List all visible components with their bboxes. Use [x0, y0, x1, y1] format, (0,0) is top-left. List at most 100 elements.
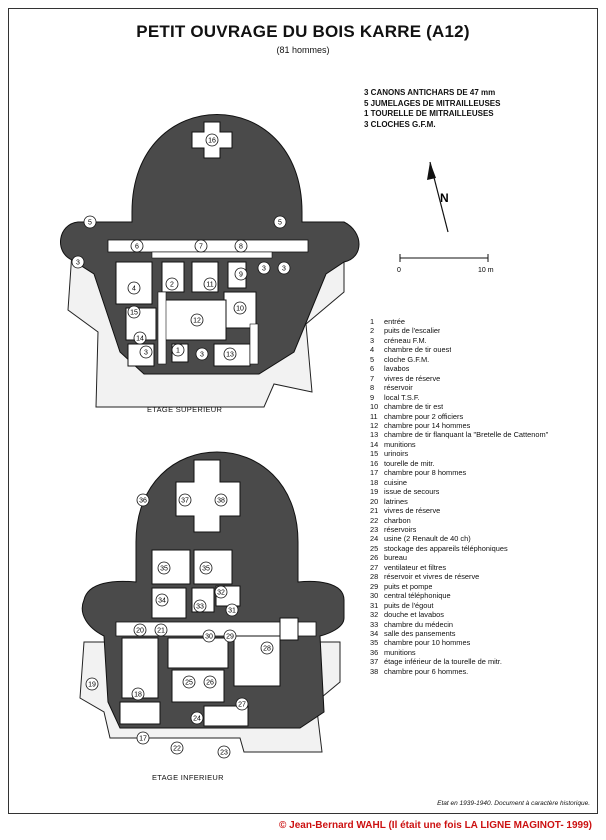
scale-end: 10 m: [478, 267, 494, 274]
room-number-text: 2: [170, 282, 174, 289]
room-number: 20: [133, 623, 147, 637]
legend-text: issue de secours: [384, 487, 440, 497]
armament-list: 3 CANONS ANTICHARS DE 47 mm 5 JUMELAGES …: [364, 88, 500, 130]
room-number-circle: [155, 593, 169, 607]
room-number: 24: [190, 711, 204, 725]
legend-number: 14: [370, 439, 379, 449]
room-number-text: 26: [206, 680, 214, 687]
room-number-text: 14: [136, 336, 144, 343]
legend-text: chambre pour 10 hommes: [384, 638, 471, 648]
scale-start: 0: [397, 267, 401, 274]
room-number-circle: [214, 585, 228, 599]
room-number-text: 37: [181, 498, 189, 505]
legend-number: 17: [370, 468, 379, 478]
legend-number: 38: [370, 666, 379, 676]
legend-number: 32: [370, 610, 379, 620]
room-number: 3: [139, 345, 153, 359]
room-number-circle: [273, 215, 287, 229]
legend-text: chambre de tir est: [384, 402, 444, 412]
room-number: 3: [71, 255, 85, 269]
room-number: 35: [157, 561, 171, 575]
legend-number: 34: [370, 628, 379, 638]
north-arrow-icon: N: [427, 161, 449, 233]
room-number: 33: [193, 599, 207, 613]
lower-floor-plan: [79, 451, 345, 753]
room-number-circle: [71, 255, 85, 269]
room-number: 37: [178, 493, 192, 507]
room-number: 23: [217, 745, 231, 759]
room-number-circle: [214, 493, 228, 507]
legend-number: 30: [370, 591, 379, 601]
room-number: 18: [131, 687, 145, 701]
room-number-text: 6: [135, 244, 139, 251]
room-number: 16: [205, 133, 219, 147]
north-label: N: [440, 191, 449, 205]
legend-number: 2: [370, 326, 375, 336]
room-number-circle: [217, 745, 231, 759]
room-number-circle: [195, 347, 209, 361]
legend-text: charbon: [384, 515, 411, 525]
room-number-text: 23: [220, 750, 228, 757]
legend-number: 6: [370, 364, 375, 374]
room-number: 30: [202, 629, 216, 643]
room-number: 38: [214, 493, 228, 507]
room-number: 9: [234, 267, 248, 281]
legend-number: 24: [370, 534, 379, 544]
armament-item: 1 TOURELLE DE MITRAILLEUSES: [364, 109, 494, 118]
armament-item: 5 JUMELAGES DE MITRAILLEUSES: [364, 98, 501, 108]
room-number-circle: [127, 305, 141, 319]
room-number-circle: [203, 277, 217, 291]
room-number: 17: [136, 731, 150, 745]
room-number-text: 17: [139, 736, 147, 743]
legend-text: réservoirs: [384, 524, 417, 534]
legend-number: 21: [370, 506, 379, 516]
room-number-circle: [178, 493, 192, 507]
legend-text: réservoir et vivres de réserve: [384, 572, 480, 582]
legend-text: étage inférieur de la tourelle de mitr.: [384, 657, 502, 667]
room-number-circle: [223, 347, 237, 361]
room-number-text: 20: [136, 628, 144, 635]
legend-text: vivres de réserve: [384, 506, 441, 516]
room-number-text: 11: [206, 282, 213, 289]
room-number-circle: [277, 261, 291, 275]
legend-number: 37: [370, 657, 379, 667]
legend-number: 27: [370, 562, 379, 572]
room-number: 15: [127, 305, 141, 319]
room-number: 11: [203, 277, 217, 291]
legend-number: 13: [370, 430, 379, 440]
legend-text: usine (2 Renault de 40 ch): [384, 534, 471, 544]
room-number-text: 5: [278, 220, 282, 227]
legend-text: munitions: [384, 439, 416, 449]
legend-number: 5: [370, 354, 375, 364]
room-number-text: 15: [130, 310, 138, 317]
legend-number: 8: [370, 383, 375, 393]
room-number: 25: [182, 675, 196, 689]
room-number-circle: [127, 281, 141, 295]
legend-text: chambre pour 14 hommes: [384, 420, 471, 430]
room-number-circle: [170, 741, 184, 755]
room-number-circle: [83, 215, 97, 229]
room-number: 2: [165, 277, 179, 291]
room-number-text: 13: [226, 352, 234, 359]
legend-text: bureau: [384, 553, 408, 563]
room-number-circle: [190, 313, 204, 327]
room-number-circle: [182, 675, 196, 689]
room-number-circle: [234, 267, 248, 281]
room-number-circle: [202, 629, 216, 643]
legend-row: 37 étage inférieur de la tourelle de mitr…: [370, 657, 596, 666]
room-number-text: 16: [208, 138, 216, 145]
room-number: 3: [277, 261, 291, 275]
